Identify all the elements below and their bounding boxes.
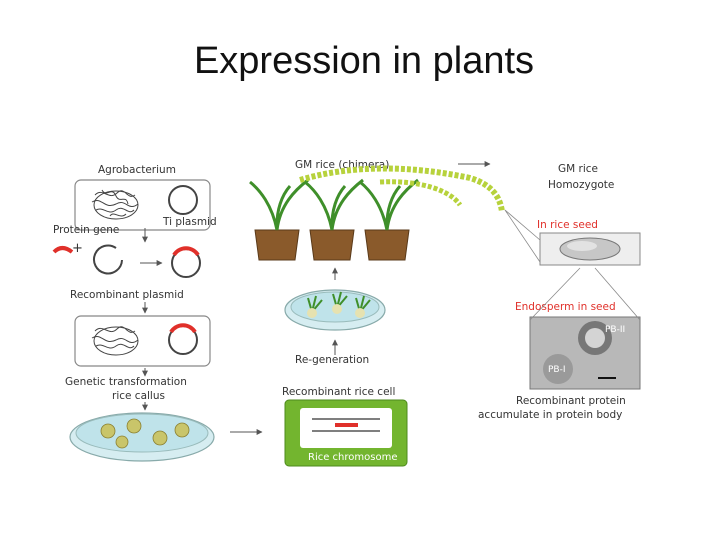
endosperm-in-seed-label: Endosperm in seed: [515, 301, 616, 313]
recombinant-protein-label: Recombinant protein: [516, 395, 626, 407]
ti-plasmid-label: Ti plasmid: [162, 216, 217, 228]
gene-insertion-step: +: [52, 241, 201, 278]
callus-petri-dish: [69, 412, 215, 462]
gene-fragment-icon: [52, 246, 74, 254]
bacterial-dna-icon: [91, 189, 139, 220]
regeneration-petri-dish: [284, 289, 386, 331]
homozygote-label: Homozygote: [548, 179, 614, 191]
plant-pot-2: [304, 178, 364, 261]
protein-gene-label: Protein gene: [53, 224, 119, 236]
recombinant-plasmid-label: Recombinant plasmid: [70, 289, 184, 301]
in-rice-seed-label: In rice seed: [537, 219, 598, 231]
accumulate-label: accumulate in protein body: [478, 409, 622, 421]
pb1-label: PB-I: [548, 365, 566, 375]
endosperm-micrograph: PB-II PB-I: [529, 316, 641, 390]
rice-grain-panicle: [299, 165, 505, 213]
pb2-label: PB-II: [605, 325, 625, 335]
gm-rice-plants: [249, 165, 505, 261]
plant-pot-1: [249, 178, 309, 261]
transformed-agrobacterium-box: [74, 315, 211, 367]
gm-rice-label: GM rice: [558, 163, 598, 175]
ti-plasmid-ring: [168, 185, 198, 215]
rice-seed-image: [539, 232, 641, 266]
rice-chromosome-label: Rice chromosome: [308, 452, 397, 463]
recombinant-rice-cell: Rice chromosome: [284, 399, 408, 467]
open-plasmid-icon: [93, 244, 123, 275]
rice-callus-label: rice callus: [112, 390, 165, 402]
regeneration-label: Re-generation: [295, 354, 369, 366]
gm-rice-diagram: Agrobacterium Ti plasmid Protein gene + …: [52, 159, 641, 467]
plus-sign: +: [72, 241, 83, 256]
plant-pot-3: [359, 178, 419, 261]
agrobacterium-label: Agrobacterium: [98, 164, 176, 176]
recombinant-rice-cell-label: Recombinant rice cell: [282, 386, 395, 398]
slide-title: Expression in plants: [193, 40, 535, 82]
agrobacterium-box: Ti plasmid: [74, 179, 217, 231]
genetic-transformation-label: Genetic transformation: [65, 376, 187, 388]
